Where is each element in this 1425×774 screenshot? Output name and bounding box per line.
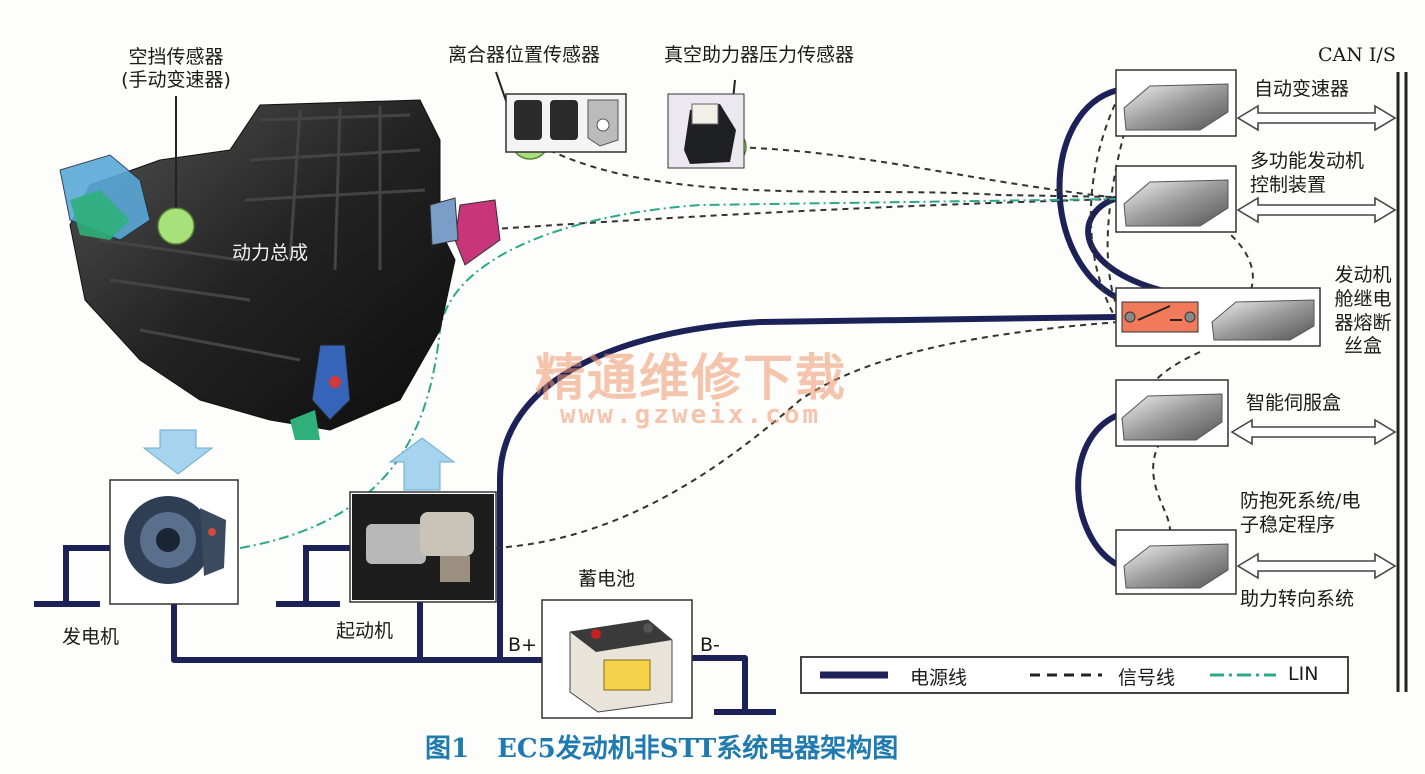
- ground-symbols: [34, 545, 776, 715]
- module-label-servo: 智能伺服盒: [1246, 392, 1342, 414]
- battery-pos-label: B+: [508, 634, 537, 656]
- module-label-ecm: 多功能发动机控制装置: [1250, 150, 1365, 196]
- ecu-box-abs: [1115, 529, 1237, 595]
- neutral-sensor-label-line1: 空挡传感器: [128, 46, 224, 68]
- power-lines: [171, 87, 1163, 715]
- signal-clutch: [529, 139, 1119, 198]
- clutch-pedal-image: [505, 93, 627, 153]
- can-arrow-servo: [1230, 418, 1397, 446]
- alternator-box: [109, 479, 239, 605]
- neutral-sensor-label-line2: (手动变速器): [121, 68, 231, 91]
- alternator-label: 发电机: [62, 626, 120, 648]
- module-label-tcu: 自动变速器: [1254, 78, 1350, 100]
- watermark-url: www.gzweix.com: [560, 400, 822, 430]
- signal-neutral: [479, 198, 1119, 231]
- ecu-box-relay: [1115, 287, 1321, 347]
- watermark-text: 精通维修下载: [535, 348, 847, 407]
- battery-label: 蓄电池: [578, 568, 636, 590]
- legend-lin-label: LIN: [1288, 663, 1319, 685]
- legend-power-label: 电源线: [910, 667, 968, 689]
- ecu-box-tcu: [1115, 69, 1237, 137]
- module-label-abs-esp: 防抱死系统/电子稳定程序: [1240, 490, 1361, 536]
- signal-relay-servo: [1146, 351, 1201, 406]
- legend: 电源线 信号线 LIN: [800, 656, 1349, 694]
- neutral-sensor-label: 空挡传感器 (手动变速器): [52, 46, 300, 92]
- can-arrows: [1230, 104, 1397, 580]
- ground-starter: [276, 545, 352, 607]
- signal-lines: [479, 74, 1254, 549]
- starter-box: [349, 491, 497, 603]
- power-line-ecu-loop: [1056, 87, 1121, 301]
- figure-number: 图1: [425, 734, 470, 764]
- can-arrow-abs: [1236, 552, 1397, 580]
- signal-vacuum: [727, 146, 1119, 199]
- vacuum-sensor-image: [667, 93, 745, 169]
- can-arrow-tcu: [1236, 104, 1397, 132]
- vacuum-sensor-label: 真空助力器压力传感器: [664, 44, 855, 66]
- flow-arrow-up: [388, 437, 456, 491]
- legend-signal-label: 信号线: [1118, 667, 1176, 689]
- battery-box: [541, 599, 693, 719]
- power-line-ground-main: [171, 599, 595, 663]
- power-line-ecm-loop: [1085, 195, 1163, 293]
- ground-alternator: [34, 545, 112, 607]
- ecu-box-servo: [1115, 379, 1229, 447]
- figure-title: EC5发动机非STT系统电器架构图: [497, 734, 899, 764]
- starter-label: 起动机: [336, 620, 394, 642]
- sensor-marker-neutral: [157, 207, 195, 245]
- legend-swatches: [820, 671, 1276, 679]
- powertrain-engine: [59, 99, 501, 440]
- battery-neg-label: B-: [700, 634, 720, 656]
- can-arrow-ecm: [1236, 196, 1397, 224]
- power-line-lower-loop: [1075, 412, 1121, 568]
- figure-caption: 图1 EC5发动机非STT系统电器架构图: [425, 728, 926, 765]
- ecu-modules: [1115, 69, 1321, 595]
- can-bus: [1396, 72, 1408, 692]
- module-label-relay-box: 发动机舱继电器熔断丝盒: [1334, 264, 1392, 358]
- powertrain-label: 动力总成: [232, 242, 309, 264]
- signal-starter: [494, 321, 1119, 549]
- power-line-battery-neg: [690, 655, 748, 715]
- flow-arrow-down: [142, 429, 214, 475]
- ecu-box-ecm: [1115, 165, 1237, 233]
- signal-servo-abs: [1152, 441, 1171, 531]
- signal-ecu-stack-left: [1089, 74, 1131, 323]
- module-label-eps: 助力转向系统: [1240, 588, 1355, 610]
- power-line-battery-pos: [497, 314, 1121, 663]
- clutch-sensor-label: 离合器位置传感器: [448, 44, 601, 66]
- can-bus-label: CAN I/S: [1318, 44, 1396, 66]
